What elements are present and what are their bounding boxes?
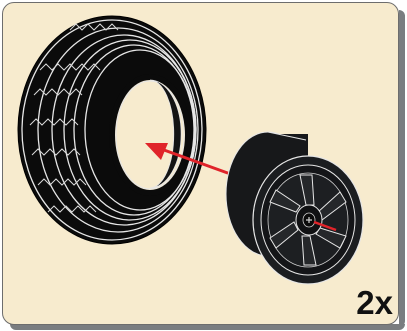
wheel-rim xyxy=(226,132,363,284)
quantity-label: 2x xyxy=(356,284,393,322)
tire xyxy=(18,16,206,244)
